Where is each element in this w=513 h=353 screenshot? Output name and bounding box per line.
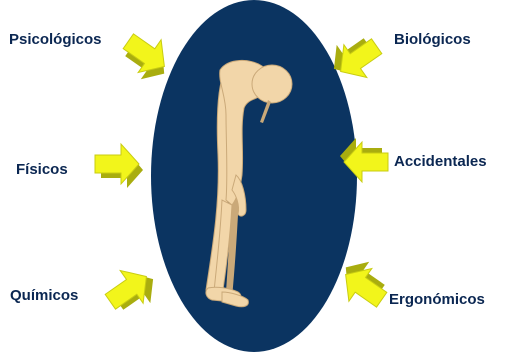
arrow-fisicos-icon — [95, 144, 143, 188]
label-quimicos: Químicos — [10, 287, 78, 304]
arrow-quimicos-icon — [99, 258, 164, 322]
label-accidentales: Accidentales — [394, 153, 487, 170]
label-ergonomicos: Ergonómicos — [389, 291, 485, 308]
label-fisicos: Físicos — [16, 161, 68, 178]
label-biologicos: Biológicos — [394, 31, 471, 48]
label-psicologicos: Psicológicos — [9, 31, 102, 48]
center-ellipse — [151, 0, 357, 352]
